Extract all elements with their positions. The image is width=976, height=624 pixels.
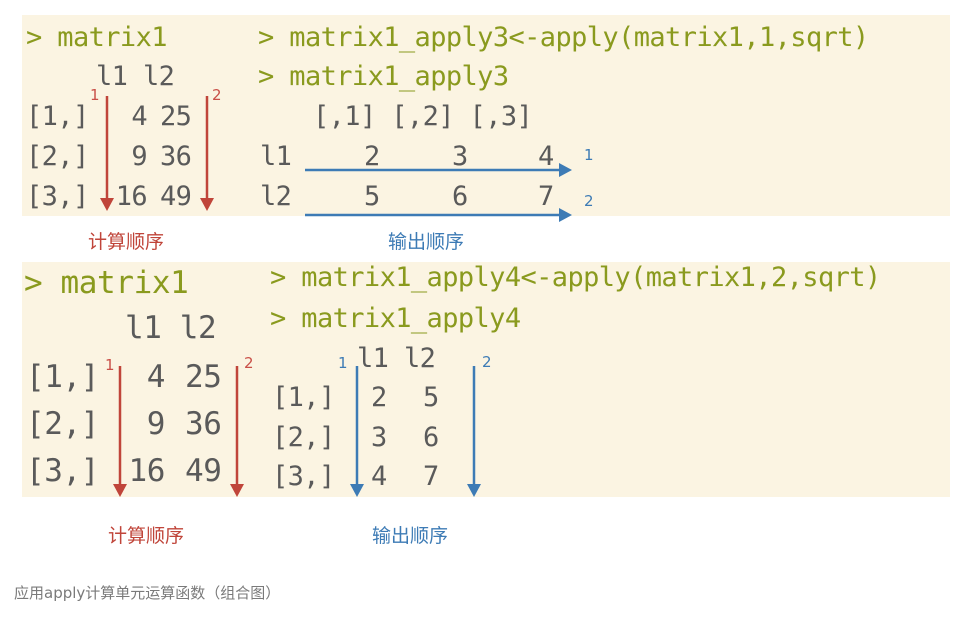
bottom-left-cell: 49 — [185, 453, 222, 489]
bottom-calc-order-label: 计算顺序 — [108, 525, 185, 547]
bottom-right-cell: 4 — [371, 461, 387, 492]
top-left-cell: 36 — [160, 141, 192, 172]
bottom-left-cell: 4 — [146, 359, 166, 395]
top-left-cell: 16 — [115, 181, 148, 212]
top-left-rowname: [3,] — [26, 181, 89, 212]
top-output-order-label: 输出顺序 — [388, 231, 465, 253]
top-right-cell: 3 — [452, 141, 468, 172]
top-left-rowname: [2,] — [26, 141, 89, 172]
bottom-right-cell: 6 — [423, 422, 439, 453]
top-left-cell: 9 — [131, 141, 147, 172]
bottom-output-order-marker-1: 1 — [338, 354, 348, 372]
top-left-cell: 4 — [131, 101, 147, 132]
figure-caption: 应用apply计算单元运算函数（组合图） — [14, 584, 281, 602]
top-left-col-header: l1 l2 — [96, 61, 175, 92]
bottom-right-cell: 7 — [423, 461, 439, 492]
bottom-console-panel — [22, 262, 950, 497]
bottom-right-command-print: > matrix1_apply4 — [270, 303, 521, 334]
top-calc-order-marker-2: 2 — [212, 86, 222, 104]
top-calc-order-marker-1: 1 — [90, 86, 100, 104]
top-right-cell: 4 — [538, 141, 554, 172]
bottom-left-col-header: l1 l2 — [125, 310, 217, 346]
bottom-left-cell: 25 — [185, 359, 222, 395]
bottom-output-order-marker-2: 2 — [482, 353, 492, 371]
bottom-calc-order-marker-2: 2 — [244, 354, 254, 372]
bottom-right-col-header: l1 l2 — [357, 343, 436, 374]
top-right-col-header: [,1] [,2] [,3] — [313, 101, 533, 132]
bottom-right-rowname: [3,] — [272, 461, 335, 492]
top-right-rowname: l2 — [260, 181, 292, 212]
top-right-cell: 2 — [364, 141, 380, 172]
top-left-cell: 25 — [160, 101, 192, 132]
top-output-order-marker-1: 1 — [584, 146, 594, 164]
bottom-right-rowname: [2,] — [272, 422, 335, 453]
top-left-command: > matrix1 — [26, 22, 168, 53]
bottom-left-cell: 9 — [146, 406, 166, 442]
top-right-command-print: > matrix1_apply3 — [258, 61, 509, 92]
top-right-cell: 5 — [364, 181, 380, 212]
top-left-cell: 49 — [160, 181, 192, 212]
top-console-panel — [22, 15, 950, 216]
bottom-calc-order-marker-1: 1 — [105, 356, 115, 374]
top-left-rowname: [1,] — [26, 101, 89, 132]
top-right-cell: 7 — [538, 181, 554, 212]
top-right-command-assign: > matrix1_apply3<-apply(matrix1,1,sqrt) — [258, 22, 869, 53]
bottom-left-command: > matrix1 — [24, 265, 189, 301]
bottom-right-command-assign: > matrix1_apply4<-apply(matrix1,2,sqrt) — [270, 262, 881, 293]
bottom-left-cell: 36 — [185, 406, 222, 442]
bottom-right-cell: 2 — [371, 382, 387, 413]
bottom-left-rowname: [2,] — [26, 406, 100, 442]
top-right-cell: 6 — [452, 181, 468, 212]
bottom-output-order-label: 输出顺序 — [372, 525, 449, 547]
bottom-left-rowname: [3,] — [26, 453, 100, 489]
bottom-left-cell: 16 — [128, 453, 165, 489]
bottom-right-cell: 3 — [371, 422, 387, 453]
top-calc-order-label: 计算顺序 — [88, 231, 165, 253]
top-output-order-marker-2: 2 — [584, 192, 594, 210]
top-right-rowname: l1 — [260, 141, 292, 172]
bottom-left-rowname: [1,] — [26, 359, 100, 395]
bottom-right-rowname: [1,] — [272, 382, 335, 413]
bottom-right-cell: 5 — [423, 382, 439, 413]
